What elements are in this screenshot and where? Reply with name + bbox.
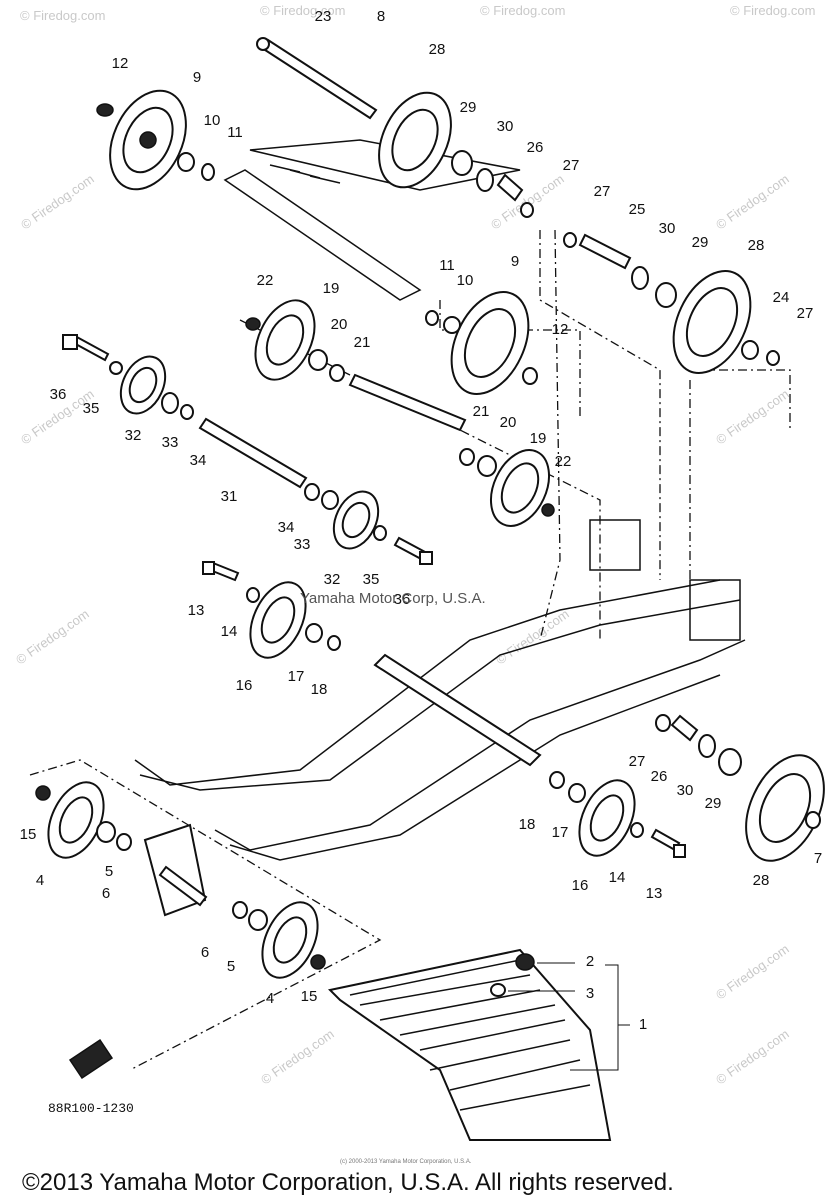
part-label-27: 27: [797, 305, 814, 322]
part-label-30: 30: [677, 782, 694, 799]
part-label-28: 28: [748, 237, 765, 254]
part-label-24: 24: [773, 289, 790, 306]
part-label-5: 5: [105, 863, 113, 880]
part-label-36: 36: [394, 591, 411, 608]
front-arrow-icon: [68, 1038, 114, 1080]
part-label-30: 30: [497, 118, 514, 135]
part-label-33: 33: [294, 536, 311, 553]
part-label-10: 10: [457, 272, 474, 289]
part-label-36: 36: [50, 386, 67, 403]
part-label-29: 29: [705, 795, 722, 812]
part-label-35: 35: [363, 571, 380, 588]
part-label-17: 17: [288, 668, 305, 685]
watermark-text: © Firedog.com: [713, 171, 792, 232]
part-label-30: 30: [659, 220, 676, 237]
part-label-13: 13: [188, 602, 205, 619]
part-label-27: 27: [629, 753, 646, 770]
part-label-26: 26: [527, 139, 544, 156]
diagram-code: 88R100-1230: [48, 1101, 134, 1116]
center-credit: Yamaha Motor Corp, U.S.A.: [300, 590, 486, 607]
watermark-text: © Firedog.com: [713, 386, 792, 447]
track: [327, 948, 612, 1141]
frame-linework: [29, 139, 791, 1071]
watermark-text: © Firedog.com: [480, 3, 565, 18]
part-label-10: 10: [204, 112, 221, 129]
watermark-text: © Firedog.com: [713, 941, 792, 1002]
part-label-15: 15: [20, 826, 37, 843]
part-label-9: 9: [511, 253, 519, 270]
watermark-text: © Firedog.com: [713, 1026, 792, 1087]
part-label-18: 18: [311, 681, 328, 698]
part-label-16: 16: [572, 877, 589, 894]
part-label-5: 5: [227, 958, 235, 975]
part-label-17: 17: [552, 824, 569, 841]
watermark-text: © Firedog.com: [18, 171, 97, 232]
part-label-7: 7: [814, 850, 822, 867]
part-label-11: 11: [227, 124, 243, 141]
part-label-12: 12: [552, 321, 569, 338]
watermark-text: © Firedog.com: [13, 606, 92, 667]
watermark-text: © Firedog.com: [260, 3, 345, 18]
watermark-text: © Firedog.com: [488, 171, 567, 232]
part-label-18: 18: [519, 816, 536, 833]
part-label-28: 28: [753, 872, 770, 889]
part-label-6: 6: [201, 944, 209, 961]
part-label-11: 11: [439, 257, 455, 274]
part-label-20: 20: [331, 316, 348, 333]
part-label-9: 9: [193, 69, 201, 86]
parts-layer: [35, 37, 825, 1141]
watermark-text: © Firedog.com: [20, 8, 105, 23]
part-label-31: 31: [221, 488, 238, 505]
part-label-32: 32: [324, 571, 341, 588]
part-label-14: 14: [221, 623, 238, 640]
watermark-text: © Firedog.com: [730, 3, 815, 18]
tiny-credit: (c) 2000-2013 Yamaha Motor Corporation, …: [340, 1159, 472, 1165]
part-label-32: 32: [125, 427, 142, 444]
copyright-footer: ©2013 Yamaha Motor Corporation, U.S.A. A…: [22, 1169, 674, 1196]
part-label-14: 14: [609, 869, 626, 886]
part-label-16: 16: [236, 677, 253, 694]
part-label-29: 29: [692, 234, 709, 251]
part-label-22: 22: [555, 453, 572, 470]
part-label-19: 19: [530, 430, 547, 447]
part-label-22: 22: [257, 272, 274, 289]
part-label-21: 21: [473, 403, 490, 420]
part-label-23: 23: [315, 8, 332, 25]
part-label-25: 25: [629, 201, 646, 218]
part-label-19: 19: [323, 280, 340, 297]
part-label-27: 27: [594, 183, 611, 200]
part-label-3: 3: [586, 985, 594, 1002]
part-label-1: 1: [639, 1016, 647, 1033]
part-label-21: 21: [354, 334, 371, 351]
part-label-12: 12: [112, 55, 129, 72]
part-label-20: 20: [500, 414, 517, 431]
part-label-15: 15: [301, 988, 318, 1005]
part-label-34: 34: [278, 519, 295, 536]
part-label-35: 35: [83, 400, 100, 417]
part-label-13: 13: [646, 885, 663, 902]
part-label-8: 8: [377, 8, 385, 25]
part-label-33: 33: [162, 434, 179, 451]
shaft-23: [260, 38, 378, 120]
part-label-26: 26: [651, 768, 668, 785]
watermark-text: © Firedog.com: [258, 1026, 337, 1087]
part-label-4: 4: [36, 872, 44, 889]
part-label-4: 4: [266, 990, 274, 1007]
part-label-2: 2: [586, 953, 594, 970]
part-label-29: 29: [460, 99, 477, 116]
part-label-28: 28: [429, 41, 446, 58]
part-label-6: 6: [102, 885, 110, 902]
part-label-34: 34: [190, 452, 207, 469]
part-label-27: 27: [563, 157, 580, 174]
